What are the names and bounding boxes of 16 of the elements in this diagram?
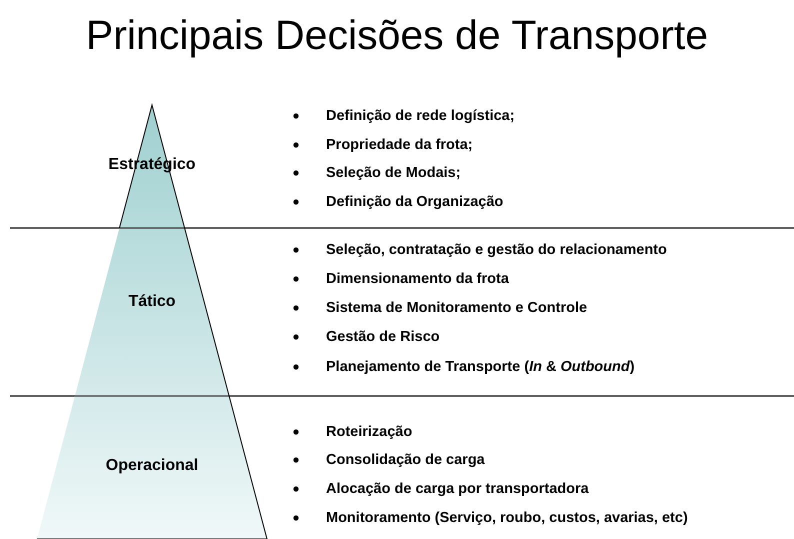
bullet-text: Consolidação de carga [326, 452, 485, 468]
bullet-text: Planejamento de Transporte (In & Outbound) [326, 359, 635, 375]
title: Principais Decisões de Transporte [84, 11, 710, 60]
bullet-text: Propriedade da frota; [326, 137, 473, 153]
bullet-text: Monitoramento (Serviço, roubo, custos, avarias, etc) [326, 510, 688, 526]
bullet-text: Definição de rede logística; [326, 108, 515, 124]
bullet-text: Roteirização [326, 424, 412, 440]
bullet-text: Seleção, contratação e gestão do relacionamento [326, 242, 667, 258]
bullet-text: Seleção de Modais; [326, 165, 461, 181]
bullet-text: Alocação de carga por transportadora [326, 481, 589, 497]
bullet-text: Sistema de Monitoramento e Controle [326, 300, 588, 316]
level-label: Tático [128, 293, 176, 311]
bullet-text: Definição da Organização [326, 194, 504, 210]
bullet-text: Dimensionamento da frota [326, 271, 509, 287]
level-label: Operacional [106, 457, 198, 475]
bullet-text: Gestão de Risco [326, 329, 440, 345]
